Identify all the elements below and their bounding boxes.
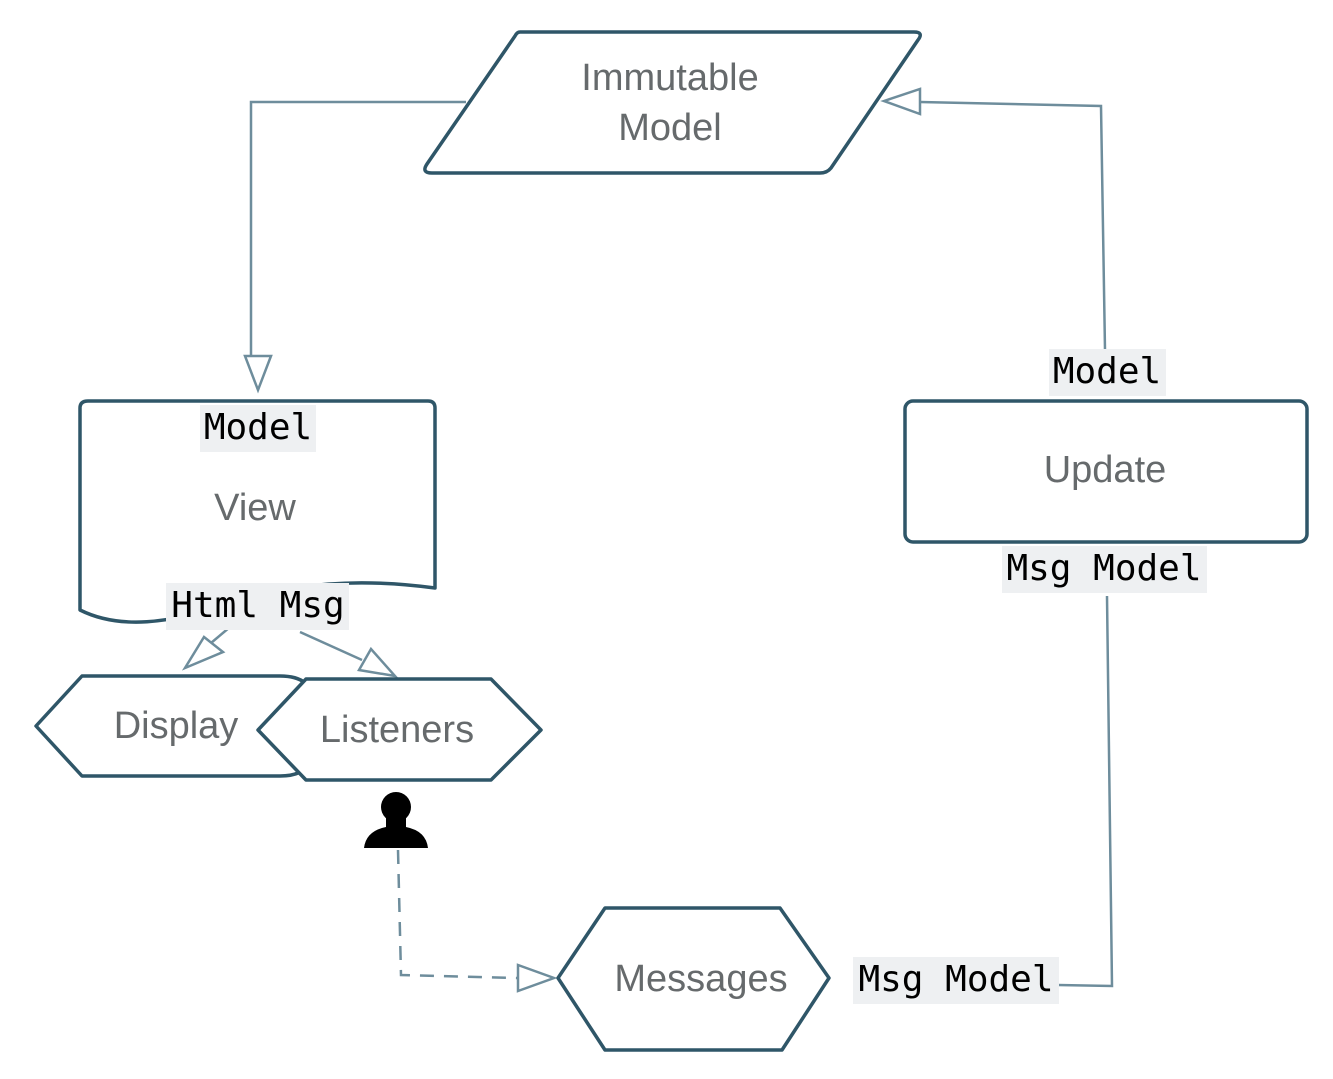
immutable-model-label-line1: Immutable [581, 57, 758, 99]
listeners-label: Listeners [320, 709, 474, 751]
update-input-type-label: Model [1053, 351, 1161, 392]
update-input-type: Model [1049, 349, 1166, 396]
view-output-type-label: Html Msg [171, 585, 344, 626]
connector-model-to-view [243, 100, 466, 394]
connector-messages-to-update [1057, 595, 1114, 988]
messages-label: Messages [614, 958, 787, 1000]
view-output-type: Html Msg [166, 583, 349, 630]
update-input-type-background [1049, 349, 1166, 396]
connector-user-to-messages [396, 849, 558, 993]
view-input-type-background [200, 405, 316, 452]
update-output-type-background [1002, 546, 1207, 593]
immutable-model-label-line2: Model [618, 107, 722, 149]
listeners-node[interactable]: Listeners [256, 677, 543, 782]
view-input-type-label: Model [204, 407, 312, 448]
arrowhead-messages-input [516, 963, 558, 993]
connector-update-to-model [880, 87, 1107, 351]
view-input-type: Model [200, 405, 316, 452]
arrowhead-display-input [181, 635, 226, 671]
view-output-type-background [166, 583, 349, 630]
update-node[interactable]: Update [903, 399, 1309, 544]
messages-output-type-background [853, 957, 1059, 1004]
display-node[interactable]: Display [34, 674, 315, 778]
update-output-type: Msg Model [1002, 546, 1207, 593]
messages-output-type: Msg Model [853, 957, 1059, 1004]
messages-node[interactable]: Messages [556, 906, 831, 1052]
display-label: Display [114, 705, 239, 747]
arrowhead-model-input [880, 87, 922, 116]
immutable-model-node[interactable]: Immutable Model [423, 30, 922, 175]
user-icon [364, 792, 428, 848]
arrowhead-view-input [243, 354, 273, 394]
update-label: Update [1044, 449, 1167, 491]
arrowhead-listeners-input [357, 646, 399, 678]
update-output-type-label: Msg Model [1006, 548, 1201, 589]
messages-output-type-label: Msg Model [858, 959, 1053, 1000]
view-label: View [214, 487, 296, 529]
connector-view-to-display [181, 626, 231, 671]
connector-view-to-listeners [299, 630, 399, 678]
